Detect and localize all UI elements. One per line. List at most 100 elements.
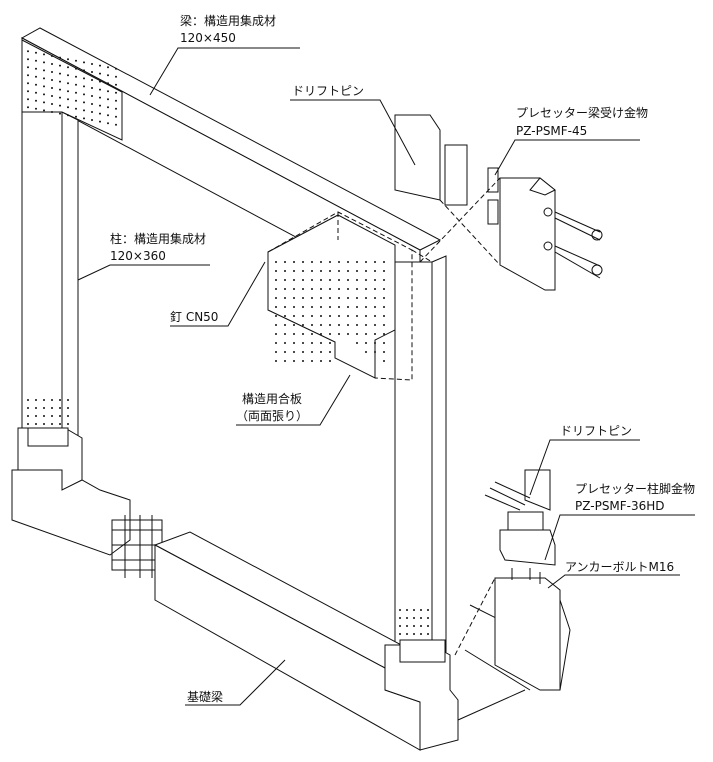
- nail-dot: [365, 315, 367, 317]
- nail-dot: [356, 288, 358, 290]
- nail-dot: [406, 609, 408, 611]
- nail-dot: [67, 66, 69, 69]
- nail-dot: [91, 71, 93, 73]
- nail-dot: [356, 261, 358, 263]
- exploded-column-base: [454, 469, 561, 691]
- nail-dot: [275, 351, 277, 353]
- nail-dot: [329, 288, 331, 290]
- drift-pin-top-label: ドリフトピン: [292, 84, 365, 98]
- nail-dot: [35, 99, 37, 102]
- nail-dot: [311, 342, 313, 344]
- nail-dot: [302, 315, 304, 317]
- nail-dot: [275, 324, 277, 326]
- nail-dot: [27, 66, 29, 69]
- nail-dot: [383, 261, 385, 263]
- nail-dot: [67, 58, 69, 61]
- nail-dot: [67, 90, 69, 93]
- nail-dot: [27, 50, 29, 53]
- nail-dot: [43, 109, 45, 112]
- nail-dot: [420, 609, 422, 611]
- nail-dot: [51, 87, 53, 89]
- nail-dot: [311, 270, 313, 272]
- nail-dot: [293, 297, 295, 299]
- plywood-note: （両面張り）: [236, 409, 309, 423]
- nail-dot: [35, 51, 37, 54]
- nail-dot: [427, 633, 429, 635]
- nail-dot: [356, 333, 358, 335]
- nail-dot: [275, 306, 277, 308]
- nail-dot: [35, 407, 37, 409]
- nail-dot: [27, 106, 29, 109]
- nail-dot: [338, 261, 340, 263]
- nail-dot: [311, 360, 313, 362]
- nail-dot: [383, 270, 385, 272]
- nail-dot: [43, 77, 45, 80]
- nail-dot: [365, 279, 367, 281]
- nail-dot: [99, 80, 101, 83]
- nail-dot: [115, 123, 117, 126]
- nail-dot: [356, 342, 358, 344]
- nail-dot: [420, 625, 422, 627]
- nail-dot: [329, 342, 331, 344]
- nail-dot: [275, 288, 277, 290]
- nail-dot: [83, 77, 85, 80]
- nail-dot: [320, 351, 322, 353]
- nail-dot: [311, 288, 313, 290]
- nail-dot: [284, 315, 286, 317]
- nail-dot: [302, 351, 304, 353]
- nail-dot: [284, 342, 286, 344]
- nail-dot: [383, 351, 385, 353]
- nail-dot: [302, 324, 304, 326]
- nail-dot: [91, 119, 93, 121]
- nail-dot: [338, 315, 340, 317]
- nail-dot: [413, 625, 415, 627]
- nail-dot: [302, 279, 304, 281]
- nail-dot: [347, 306, 349, 308]
- nail-dot: [107, 90, 109, 93]
- nail-dot: [383, 342, 385, 344]
- nail-dot: [302, 270, 304, 272]
- nail-dot: [383, 333, 385, 335]
- nail-dot: [338, 324, 340, 326]
- nail-dot: [107, 106, 109, 109]
- nail-dot: [320, 279, 322, 281]
- anchor-bolt-label: アンカーボルトM16: [565, 560, 675, 574]
- nail-dot: [356, 279, 358, 281]
- nail-dot: [107, 98, 109, 101]
- nail-dot: [374, 279, 376, 281]
- nail-dot: [356, 270, 358, 272]
- nail-dot: [115, 75, 117, 78]
- nail-dot: [59, 64, 61, 67]
- nail-dot: [329, 297, 331, 299]
- nail-dot: [329, 306, 331, 308]
- nail-dot: [43, 53, 45, 56]
- nail-dot: [347, 270, 349, 272]
- nail-dot: [320, 261, 322, 263]
- nail-dot: [115, 99, 117, 102]
- nail-dot: [320, 360, 322, 362]
- nail-dot: [59, 88, 61, 91]
- nail-dot: [275, 279, 277, 281]
- nail-dot: [115, 107, 117, 110]
- nail-dot: [115, 67, 117, 70]
- nail-dot: [293, 315, 295, 317]
- nail-dot: [43, 85, 45, 88]
- column-base-hardware-label: プレセッター柱脚金物: [575, 482, 696, 496]
- nail-dot: [67, 423, 69, 425]
- nail-dot: [320, 315, 322, 317]
- nail-dot: [356, 306, 358, 308]
- nail-dot: [59, 415, 61, 417]
- nail-dot: [51, 55, 53, 57]
- nail-dot: [413, 617, 415, 619]
- nail-label: 釘 CN50: [170, 310, 219, 324]
- nail-dot: [293, 333, 295, 335]
- nail-dot: [293, 324, 295, 326]
- nail-dot: [83, 85, 85, 88]
- nail-dot: [347, 279, 349, 281]
- nail-dot: [374, 288, 376, 290]
- nail-dot: [383, 315, 385, 317]
- nail-dot: [83, 93, 85, 96]
- nail-dot: [329, 315, 331, 317]
